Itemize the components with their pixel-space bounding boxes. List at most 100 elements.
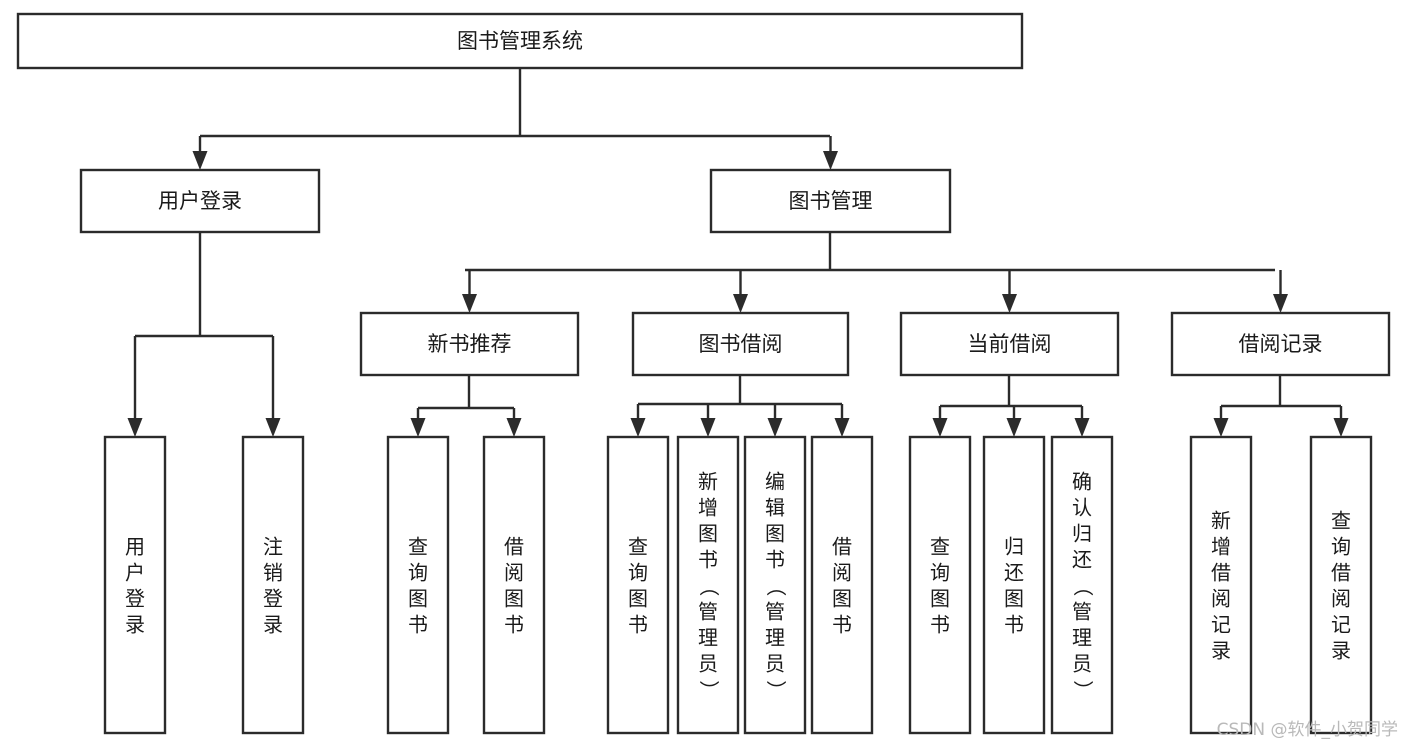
csdn-watermark: CSDN @软件_小贺同学	[1217, 720, 1398, 740]
node-label-char: 登	[263, 586, 283, 610]
node-label: 图书管理系统	[457, 29, 583, 53]
node-label-char: 录	[1331, 638, 1351, 662]
node-label-char: ）	[764, 680, 788, 700]
node-label-char: 询	[628, 560, 648, 584]
node-label-char: 图	[408, 586, 428, 610]
node-label-char: 图	[698, 521, 718, 545]
node-label-char: ）	[697, 680, 721, 700]
node-label-char: （	[697, 576, 721, 596]
node-label-char: 户	[125, 560, 145, 584]
arrow-head	[834, 418, 850, 437]
arrow-head	[127, 418, 143, 437]
node-label-char: 员	[765, 651, 785, 675]
node-label-char: 图	[628, 586, 648, 610]
node-label-char: 询	[1331, 534, 1351, 558]
arrow-head	[733, 294, 748, 313]
node-label-char: 注	[263, 534, 283, 558]
node-root[interactable]: 图书管理系统	[16, 12, 1024, 70]
node-box	[241, 435, 305, 735]
node-box	[1309, 435, 1373, 735]
arrow-head	[1333, 418, 1349, 437]
node-label-char: 借	[504, 534, 524, 558]
node-label: 用户登录	[158, 189, 242, 213]
node-label-char: ）	[1071, 680, 1095, 700]
node-label-char: 图	[1004, 586, 1024, 610]
node-label-char: 理	[698, 625, 718, 649]
node-label-char: 管	[698, 599, 718, 623]
node-label-char: 录	[1211, 638, 1231, 662]
node-box	[1050, 435, 1114, 735]
node-box	[899, 311, 1120, 377]
arrow-head	[410, 418, 426, 437]
arrow-head	[265, 418, 281, 437]
node-label-char: 新	[698, 469, 718, 493]
node-label-char: 书	[628, 612, 648, 636]
node-box	[676, 435, 740, 735]
arrow-head	[1006, 418, 1022, 437]
node-label-char: 阅	[832, 560, 852, 584]
node-label-char: 图	[832, 586, 852, 610]
arrow-head	[462, 294, 477, 313]
node-layer: 图书管理系统用户登录图书管理新书推荐图书借阅当前借阅借阅记录用户登录注销登录查询…	[16, 12, 1391, 735]
node-label: 当前借阅	[968, 332, 1052, 356]
node-label-char: 管	[1072, 599, 1092, 623]
arrow-head	[1273, 294, 1288, 313]
node-label-char: 借	[1331, 560, 1351, 584]
node-label-char: 借	[1211, 560, 1231, 584]
node-label-char: 还	[1072, 547, 1092, 571]
node-label-char: 查	[628, 534, 648, 558]
node-box	[482, 435, 546, 735]
node-label-char: 书	[930, 612, 950, 636]
node-box	[631, 311, 850, 377]
arrow-head	[192, 151, 208, 170]
arrow-head	[932, 418, 948, 437]
node-label-char: 图	[930, 586, 950, 610]
node-box	[1170, 311, 1391, 377]
node-box	[810, 435, 874, 735]
node-label: 图书借阅	[699, 332, 783, 356]
node-label-char: 书	[408, 612, 428, 636]
node-label-char: （	[764, 576, 788, 596]
node-new-book-recommend[interactable]: 新书推荐	[359, 311, 580, 377]
node-label-char: 记	[1211, 612, 1231, 636]
arrow-head	[1002, 294, 1017, 313]
node-label-char: 登	[125, 586, 145, 610]
node-label-char: 书	[765, 547, 785, 571]
node-label-char: 归	[1004, 534, 1024, 558]
node-label-char: 销	[263, 560, 283, 584]
node-label-char: 增	[698, 495, 718, 519]
arrow-head	[767, 418, 783, 437]
node-leaf-user-login[interactable]: 用户登录	[103, 435, 167, 735]
arrow-head	[700, 418, 716, 437]
node-label-char: 书	[698, 547, 718, 571]
node-box	[908, 435, 972, 735]
node-label-char: 辑	[765, 495, 785, 519]
node-box	[103, 435, 167, 735]
node-label-char: 图	[504, 586, 524, 610]
node-borrow-record[interactable]: 借阅记录	[1170, 311, 1391, 377]
node-book-manage[interactable]: 图书管理	[709, 168, 952, 234]
node-current-borrow[interactable]: 当前借阅	[899, 311, 1120, 377]
node-label-char: 员	[1072, 651, 1092, 675]
node-book-borrow[interactable]: 图书借阅	[631, 311, 850, 377]
node-label-char: 图	[765, 521, 785, 545]
node-label-char: 增	[1211, 534, 1231, 558]
arrow-head	[1213, 418, 1229, 437]
node-label-char: 查	[408, 534, 428, 558]
node-label-char: 录	[263, 612, 283, 636]
node-user-login[interactable]: 用户登录	[79, 168, 321, 234]
node-box	[709, 168, 952, 234]
